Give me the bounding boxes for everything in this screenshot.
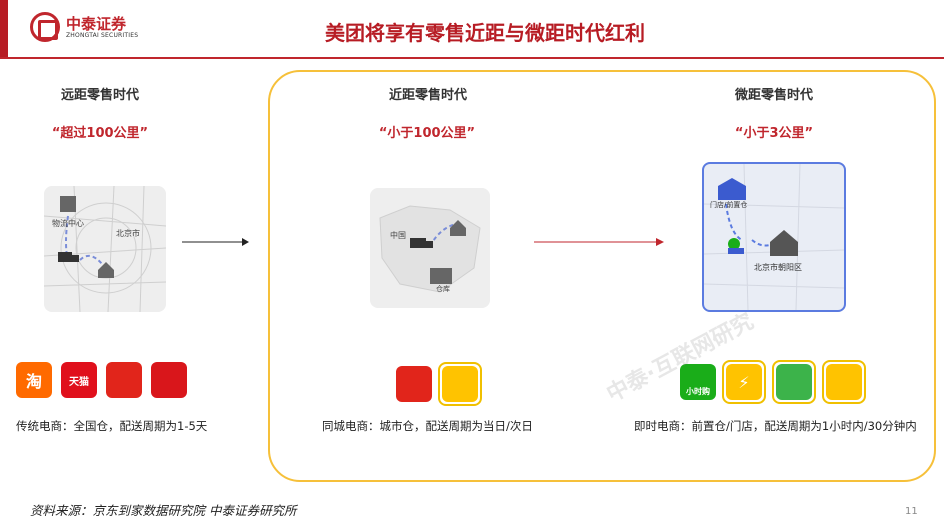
kangaroo-icon — [826, 364, 862, 400]
page-number: 11 — [905, 506, 918, 517]
column-subtitle-far: “超过100公里” — [51, 126, 149, 141]
column-title-micro: 微距零售时代 — [734, 88, 813, 103]
header-divider — [0, 57, 944, 59]
map-label-china: 中国 — [390, 231, 406, 240]
warehouse-icon — [60, 196, 76, 212]
dingdong-frame — [772, 360, 816, 404]
app-row-micro: 小时购 ⚡ — [680, 360, 866, 404]
jd-icon — [151, 362, 187, 398]
dingdong-icon — [776, 364, 812, 400]
map-micro: 门店/前置仓 北京市朝阳区 — [702, 162, 846, 312]
map-micro-graphic — [704, 164, 844, 310]
store-icon — [718, 178, 746, 200]
meituan-select-frame — [438, 362, 482, 406]
home-icon — [450, 220, 466, 236]
caption-near: 同城电商：城市仓，配送周期为当日/次日 — [322, 419, 533, 433]
map-label-store: 门店/前置仓 — [710, 201, 748, 209]
caption-micro: 即时电商：前置仓/门店，配送周期为1小时内/30分钟内 — [634, 419, 917, 433]
taobao-icon: 淘 — [16, 362, 52, 398]
warehouse-icon — [430, 268, 452, 284]
arrow-far-to-near — [182, 238, 249, 246]
slide-title: 美团将享有零售近距与微距时代红利 — [325, 21, 645, 45]
source-footnote: 资料来源：京东到家数据研究院 中泰证券研究所 — [30, 503, 297, 518]
logo-cn-text: 中泰证券 — [66, 14, 127, 33]
logo-en-text: ZHONGTAI SECURITIES — [66, 31, 139, 39]
arrow-near-to-micro — [534, 238, 664, 246]
home-icon — [770, 230, 798, 256]
courier-icon — [728, 238, 740, 250]
meituan-select-icon — [442, 366, 478, 402]
company-logo: 中泰证券 ZHONGTAI SECURITIES — [30, 10, 155, 44]
logo-mark-icon — [30, 12, 60, 42]
column-subtitle-near: “小于100公里” — [378, 126, 476, 141]
column-title-far: 远距零售时代 — [60, 88, 139, 103]
map-label-logistics: 物流中心 — [52, 219, 84, 228]
column-subtitle-micro: “小于3公里” — [734, 126, 814, 141]
flash-frame: ⚡ — [722, 360, 766, 404]
map-far: 物流中心 北京市 — [44, 186, 166, 312]
app-row-near — [396, 362, 482, 406]
app-row-far: 淘 天猫 — [16, 362, 187, 398]
jd-dog-icon — [106, 362, 142, 398]
map-far-graphic — [44, 186, 166, 312]
home-icon — [98, 262, 114, 278]
jd-dog-icon — [396, 366, 432, 402]
map-label-warehouse: 仓库 — [436, 285, 450, 293]
map-near-graphic — [379, 205, 481, 293]
truck-icon — [58, 252, 72, 262]
jd-hour-icon: 小时购 — [680, 364, 716, 400]
truck-icon — [410, 238, 426, 248]
kangaroo-frame — [822, 360, 866, 404]
map-label-beijing: 北京市 — [116, 229, 140, 238]
header-accent-bar — [0, 0, 8, 58]
caption-far: 传统电商：全国仓，配送周期为1-5天 — [16, 419, 208, 433]
map-label-chaoyang: 北京市朝阳区 — [754, 263, 802, 272]
tmall-icon: 天猫 — [61, 362, 97, 398]
highlight-frame — [268, 70, 936, 482]
flash-icon: ⚡ — [726, 364, 762, 400]
column-title-near: 近距零售时代 — [388, 88, 467, 103]
map-near: 中国 仓库 — [370, 188, 490, 308]
